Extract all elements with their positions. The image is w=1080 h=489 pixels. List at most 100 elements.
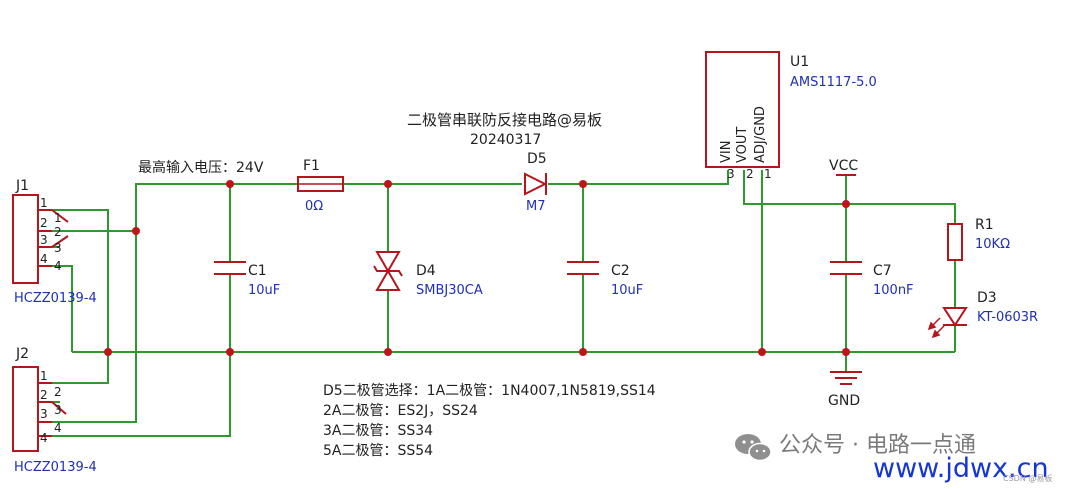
- junction: [104, 348, 112, 356]
- wire-input-rail: [135, 183, 298, 231]
- c7-ref: C7: [873, 263, 892, 279]
- u1-pin-name-adj-gnd: ADJ/GND: [753, 106, 768, 163]
- j2-pin-number: 2: [40, 388, 48, 402]
- j2-body: [12, 366, 39, 452]
- diode-selection-notes: D5二极管选择：1A二极管：1N4007,1N5819,SS14 2A二极管：E…: [323, 383, 656, 459]
- u1-pin-name-vin: VIN: [719, 141, 734, 163]
- junction: [384, 348, 392, 356]
- watermark-url: www.jdwx.cn: [873, 453, 1049, 484]
- wechat-icon: [735, 434, 772, 462]
- csdn-credit: CSDN @易板: [1003, 473, 1052, 483]
- capacitor-c7: C7 100nF: [830, 261, 914, 298]
- j1-pin-number: 3: [40, 233, 48, 247]
- junction: [842, 348, 850, 356]
- vcc-label: VCC: [829, 158, 858, 174]
- note-line: 3A二极管：SS34: [323, 423, 433, 439]
- tvs-diode-d4: D4 SMBJ30CA: [373, 251, 483, 298]
- junction: [842, 200, 850, 208]
- j2-pin-number: 3: [40, 407, 48, 421]
- d5-value: M7: [526, 199, 546, 214]
- j1-pin-number: 2: [54, 225, 62, 239]
- diagram-date: 20240317: [470, 132, 541, 148]
- u1-value: AMS1117-5.0: [790, 75, 877, 90]
- wire-j2-pin1: [52, 352, 109, 384]
- connector-j2: J2 1 2 3 4 2 3 4 HCZZ0139-4: [12, 346, 97, 475]
- j2-pin-number: 4: [40, 431, 48, 445]
- wire-j1-pin1: [52, 209, 109, 352]
- diode-d5: D5 M7: [524, 151, 548, 214]
- capacitor-c1: C1 10uF: [214, 261, 280, 298]
- junction: [226, 348, 234, 356]
- j1-pin-number: 4: [54, 259, 62, 273]
- fuse-f1: F1 0Ω: [297, 158, 344, 214]
- note-line: 5A二极管：SS54: [323, 443, 433, 459]
- wire-j1-pin4: [52, 265, 73, 352]
- u1-pin-number: 1: [764, 167, 772, 181]
- d3-ref: D3: [977, 290, 997, 306]
- led-d3: D3 KT-0603R: [927, 290, 1038, 339]
- junctions: [104, 180, 850, 356]
- u1-ref: U1: [790, 54, 809, 70]
- j2-pin-number: 1: [40, 369, 48, 383]
- junction: [384, 180, 392, 188]
- input-voltage-label: 最高输入电压：24V: [138, 159, 264, 176]
- junction: [579, 180, 587, 188]
- c2-ref: C2: [611, 263, 630, 279]
- d4-ref: D4: [416, 263, 436, 279]
- c1-ref: C1: [248, 263, 267, 279]
- watermark: 公众号 · 电路一点通 www.jdwx.cn CSDN @易板: [735, 433, 1052, 484]
- j1-pin-number: 2: [40, 216, 48, 230]
- f1-value: 0Ω: [305, 199, 323, 214]
- d5-ref: D5: [527, 151, 547, 167]
- d4-triangle-upper: [375, 251, 401, 273]
- u1-pin-name-vout: VOUT: [735, 127, 750, 163]
- d3-light-arrows: [927, 317, 945, 339]
- u1-pin-number: 3: [727, 167, 735, 181]
- u1-body: [705, 51, 780, 168]
- connector-j1: J1 1 2 3 4 1 2 3 4 HCZZ0139-4: [12, 178, 97, 306]
- regulator-u1: U1 AMS1117-5.0 VIN VOUT ADJ/GND 3 2 1: [705, 51, 877, 181]
- d5-triangle: [524, 172, 548, 196]
- gnd-symbol: GND: [828, 371, 862, 409]
- diagram-title: 二极管串联防反接电路@易板: [407, 111, 602, 129]
- junction: [758, 348, 766, 356]
- j1-pin-number: 1: [40, 196, 48, 210]
- j1-pin-number: 1: [54, 211, 62, 225]
- c1-value: 10uF: [248, 283, 280, 298]
- capacitor-c2: C2 10uF: [567, 261, 643, 298]
- resistor-r1: R1 10KΩ: [947, 217, 1010, 261]
- gnd-label: GND: [828, 393, 860, 409]
- note-line: 2A二极管：ES2J，SS24: [323, 403, 478, 419]
- j1-ref: J1: [15, 178, 29, 194]
- junction: [226, 180, 234, 188]
- j2-pin-number: 3: [54, 403, 62, 417]
- d4-bar: [373, 265, 403, 277]
- j2-ref: J2: [15, 346, 29, 362]
- j1-value: HCZZ0139-4: [14, 291, 97, 306]
- wire-j2-pin4: [52, 352, 231, 437]
- d4-value: SMBJ30CA: [416, 283, 483, 298]
- c2-value: 10uF: [611, 283, 643, 298]
- j1-pin-number: 4: [40, 252, 48, 266]
- d4-triangle-lower: [375, 269, 401, 291]
- wire-vout-rail: [743, 170, 956, 224]
- junction: [132, 227, 140, 235]
- wire-j2-pin3: [52, 231, 137, 423]
- wire-d5-u1: [548, 170, 729, 185]
- j2-pin-lines: [38, 382, 67, 437]
- note-line: D5二极管选择：1A二极管：1N4007,1N5819,SS14: [323, 383, 656, 399]
- c7-value: 100nF: [873, 283, 914, 298]
- j2-value: HCZZ0139-4: [14, 460, 97, 475]
- r1-ref: R1: [975, 217, 994, 233]
- r1-value: 10KΩ: [975, 237, 1010, 252]
- f1-ref: F1: [303, 158, 320, 174]
- j1-pin-lines: [38, 209, 69, 267]
- junction: [579, 348, 587, 356]
- watermark-text: 公众号 · 电路一点通: [779, 433, 976, 458]
- j1-body: [12, 194, 39, 284]
- j2-pin-number: 2: [54, 385, 62, 399]
- j2-pin-number: 4: [54, 421, 62, 435]
- r1-body: [947, 223, 963, 261]
